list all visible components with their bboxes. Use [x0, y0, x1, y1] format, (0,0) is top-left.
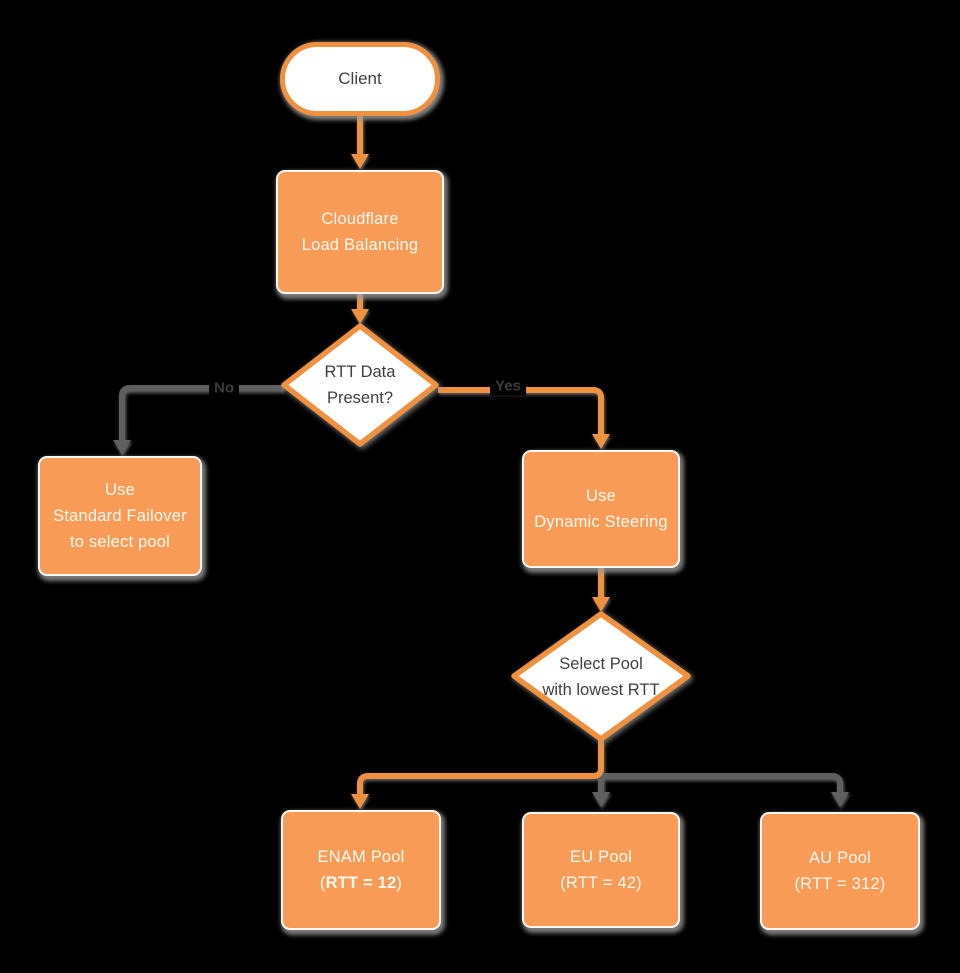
node-enam-pool: ENAM Pool (RTT = 12) [281, 810, 441, 930]
arrowhead-rtt [351, 309, 369, 324]
edge-selectpool-to-au [601, 773, 843, 792]
arrowhead-dynamic [592, 434, 610, 449]
edge-selectpool-to-enam [357, 740, 604, 794]
node-dynamic-steering-line2: Dynamic Steering [534, 513, 668, 531]
node-au-pool-line1: AU Pool [809, 849, 871, 867]
node-dynamic-steering-line1: Use [586, 487, 616, 505]
arrowhead-failover [113, 440, 131, 455]
arrowhead-selectpool [592, 597, 610, 612]
node-eu-pool-line1: EU Pool [570, 848, 632, 866]
edge-label-yes: Yes [490, 376, 526, 396]
arrowhead-enam [351, 794, 369, 809]
edge-rtt-no-to-failover [119, 385, 284, 440]
node-eu-pool-line2: (RTT = 42) [560, 874, 642, 892]
node-client-label: Client [338, 69, 382, 88]
node-dynamic-steering: Use Dynamic Steering [522, 450, 680, 568]
node-eu-pool: EU Pool (RTT = 42) [522, 812, 680, 928]
node-client: Client [280, 42, 440, 116]
node-enam-pool-line1: ENAM Pool [317, 848, 405, 866]
arrowhead-lb [351, 154, 369, 169]
node-standard-failover-line1: Use [105, 481, 135, 499]
node-standard-failover-line2: Standard Failover [53, 507, 187, 525]
node-au-pool-line2: (RTT = 312) [794, 875, 886, 893]
node-load-balancing: Cloudflare Load Balancing [276, 170, 444, 294]
node-load-balancing-line1: Cloudflare [321, 210, 399, 228]
node-standard-failover-line3: to select pool [69, 533, 171, 551]
edge-label-no: No [209, 378, 239, 398]
node-enam-pool-line2: (RTT = 12) [319, 874, 403, 892]
arrowhead-eu [592, 792, 610, 807]
edge-rtt-yes-to-dynamic [438, 387, 604, 434]
node-au-pool: AU Pool (RTT = 312) [760, 812, 920, 930]
node-select-pool-shape [511, 611, 691, 742]
node-standard-failover: Use Standard Failover to select pool [38, 456, 202, 576]
node-rtt-decision-shape [281, 323, 439, 447]
arrowhead-au [831, 792, 849, 807]
enam-rtt-value: RTT = 12 [325, 874, 397, 892]
node-load-balancing-line2: Load Balancing [301, 236, 419, 254]
